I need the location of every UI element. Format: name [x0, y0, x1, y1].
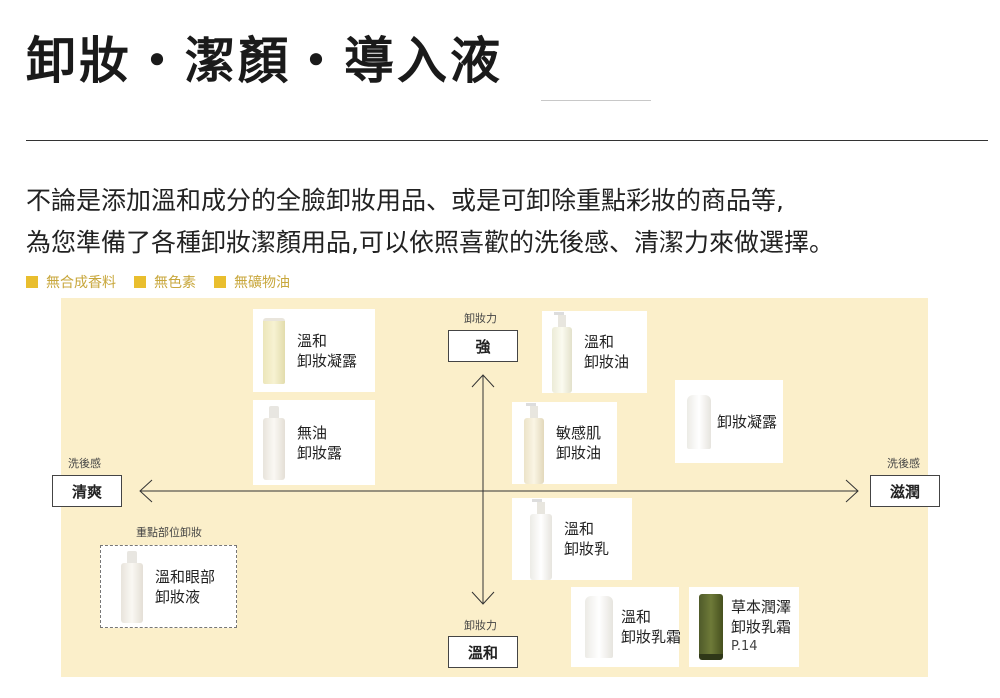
legend-label: 無礦物油	[234, 275, 290, 291]
white-tube-icon	[585, 596, 613, 658]
product-card-mild-cleansing-milk[interactable]: 溫和卸妝乳	[512, 498, 632, 580]
product-card-mild-cleansing-oil[interactable]: 溫和卸妝油	[542, 311, 647, 393]
legend-label: 無色素	[154, 275, 196, 291]
point-makeup-caption: 重點部位卸妝	[136, 526, 202, 539]
header-divider	[26, 140, 988, 141]
intro-line-2: 為您準備了各種卸妝潔顏用品,可以依照喜歡的洗後感、清潔力來做選擇。	[26, 228, 834, 257]
title-underline	[541, 100, 651, 101]
product-card-sensitive-cleansing-oil[interactable]: 敏感肌卸妝油	[512, 402, 617, 484]
horizontal-axis-caption-right: 洗後感	[887, 457, 920, 470]
pump-bottle-icon	[524, 402, 544, 484]
vertical-axis-caption-top: 卸妝力	[464, 312, 497, 325]
product-name: 敏感肌卸妝油	[556, 424, 602, 462]
product-name: 溫和眼部卸妝液	[155, 567, 216, 606]
axis-label-mild: 溫和	[448, 636, 518, 668]
vertical-axis-caption-bottom: 卸妝力	[464, 619, 497, 632]
down-arrow-icon	[471, 591, 495, 605]
bottle-icon	[263, 405, 285, 480]
product-name: 草本潤澤卸妝乳霜 P.14	[731, 597, 791, 657]
axis-label-strong: 強	[448, 330, 518, 362]
product-card-mild-cleansing-gel[interactable]: 溫和卸妝凝露	[253, 309, 375, 392]
product-card-mild-eye-makeup-remover[interactable]: 溫和眼部卸妝液	[121, 550, 216, 623]
product-name: 溫和卸妝乳	[564, 520, 610, 558]
green-tube-icon	[699, 594, 723, 660]
horizontal-axis-caption-left: 洗後感	[68, 457, 101, 470]
legend-label: 無合成香料	[46, 275, 116, 291]
legend-item-no-fragrance: 無合成香料	[26, 272, 116, 292]
product-name: 溫和卸妝乳霜	[621, 608, 682, 646]
up-arrow-icon	[471, 374, 495, 388]
pump-bottle-icon	[552, 311, 572, 393]
white-tube-icon	[687, 394, 711, 449]
product-name: 溫和卸妝凝露	[297, 331, 358, 370]
yellow-tube-icon	[263, 317, 285, 384]
product-name: 無油卸妝露	[297, 423, 343, 462]
legend-item-no-colorant: 無色素	[134, 272, 196, 292]
intro-text: 不論是添加溫和成分的全臉卸妝用品、或是可卸除重點彩妝的商品等, 為您準備了各種卸…	[26, 180, 834, 264]
page-title: 卸妝・潔顏・導入液	[26, 32, 503, 90]
product-card-oil-free-cleansing-lotion[interactable]: 無油卸妝露	[253, 400, 375, 485]
square-icon	[214, 276, 226, 288]
left-arrow-icon	[139, 479, 153, 503]
legend-item-no-mineral-oil: 無礦物油	[214, 272, 290, 292]
square-icon	[26, 276, 38, 288]
intro-line-1: 不論是添加溫和成分的全臉卸妝用品、或是可卸除重點彩妝的商品等,	[26, 186, 784, 215]
product-name: 溫和卸妝油	[584, 333, 630, 371]
product-card-mild-cleansing-cream[interactable]: 溫和卸妝乳霜	[571, 587, 682, 667]
point-makeup-section: 溫和眼部卸妝液	[100, 545, 237, 628]
right-arrow-icon	[845, 479, 859, 503]
axis-label-fresh: 清爽	[52, 475, 122, 507]
product-card-cleansing-gel[interactable]: 卸妝凝露	[675, 380, 783, 463]
page-reference: P.14	[731, 639, 758, 654]
square-icon	[134, 276, 146, 288]
feature-legend: 無合成香料 無色素 無礦物油	[26, 272, 308, 292]
product-card-herbal-cleansing-cream[interactable]: 草本潤澤卸妝乳霜 P.14	[689, 587, 799, 667]
product-name: 卸妝凝露	[717, 412, 778, 431]
bottle-icon	[121, 550, 143, 623]
axis-label-moist: 滋潤	[870, 475, 940, 507]
pump-bottle-icon	[530, 498, 552, 580]
